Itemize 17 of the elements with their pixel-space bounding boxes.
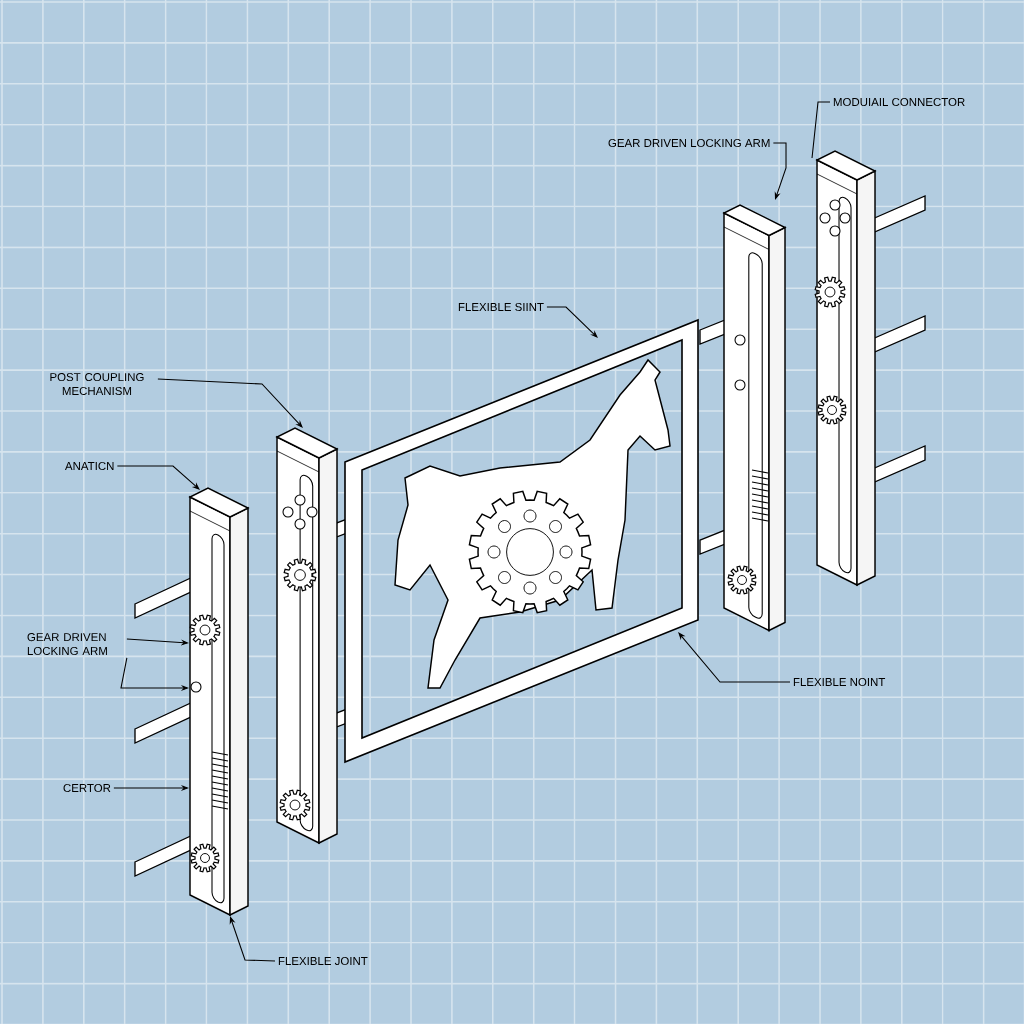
callout-label: POST COUPLING MECHANISM <box>50 373 144 395</box>
leader-line <box>811 101 831 159</box>
callout-label: GEAR DRIVEN LOCKING ARM <box>608 138 770 148</box>
callout-label: CERTOR <box>63 783 111 793</box>
leader-line <box>772 142 787 200</box>
leader-line <box>229 916 276 962</box>
callout-label: ANATICN <box>64 461 114 471</box>
gate-post <box>814 150 877 587</box>
leader-line <box>116 465 200 490</box>
callout-label: FLEXIBLE NOINT <box>793 677 886 687</box>
leader-line <box>678 632 791 683</box>
callout-label: GEAR DRIVEN LOCKING ARM <box>27 633 107 655</box>
callout-label: MODUIAIL CONNECTOR <box>833 97 965 107</box>
leader-line <box>157 378 303 428</box>
callout-label: FLEXIBLE JOINT <box>278 956 368 966</box>
leader-line <box>546 306 598 338</box>
callout-label: FLEXIBLE SIINT <box>458 302 544 312</box>
